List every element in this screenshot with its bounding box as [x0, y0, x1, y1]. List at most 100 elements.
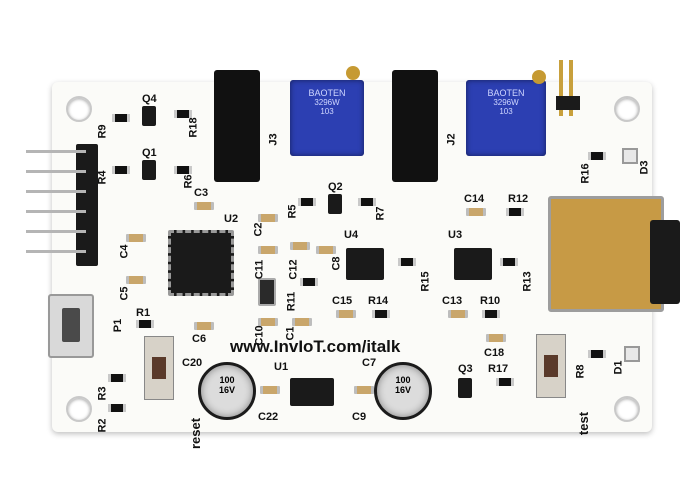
pot-model: 3296W [493, 98, 519, 107]
pot-value: 103 [499, 107, 513, 116]
resistor [112, 166, 130, 174]
label-r14: R14 [368, 295, 389, 307]
transistor-q1 [142, 160, 156, 180]
capacitor [486, 334, 506, 342]
led-d3 [622, 148, 638, 164]
ecap-voltage: 16V [218, 385, 235, 395]
reset-button[interactable] [144, 336, 174, 400]
label-j3: J3 [267, 133, 280, 146]
label-c7: C7 [362, 357, 377, 369]
trimmer-pot-left: BAOTEN 3296W 103 [290, 80, 364, 156]
label-u2: U2 [224, 213, 239, 225]
trimmer-pot-right: BAOTEN 3296W 103 [466, 80, 546, 156]
label-url: www.InvIoT.com/italk [230, 337, 401, 356]
label-c4: C4 [118, 244, 131, 259]
label-c11: C11 [253, 259, 266, 280]
pot-model: 3296W [314, 98, 340, 107]
header-pins [26, 150, 86, 260]
label-c14: C14 [464, 193, 485, 205]
microcontroller-u2 [168, 230, 234, 296]
resistor [588, 350, 606, 358]
label-j2: J2 [445, 133, 458, 146]
micro-usb-port [48, 294, 94, 358]
label-r7: R7 [374, 206, 387, 221]
capacitor [336, 310, 356, 318]
capacitor [194, 202, 214, 210]
label-r18: R18 [187, 117, 200, 138]
ecap-value: 100 [395, 375, 411, 385]
capacitor [258, 318, 278, 326]
capacitor [258, 246, 278, 254]
capacitor [466, 208, 486, 216]
audio-jack-j2 [392, 70, 438, 182]
resistor [496, 378, 514, 386]
label-p1: P1 [112, 318, 125, 333]
crystal [258, 278, 276, 306]
capacitor [448, 310, 468, 318]
right-angle-header [556, 60, 580, 126]
capacitor [354, 386, 374, 394]
pot-brand: BAOTEN [487, 88, 525, 98]
resistor [174, 166, 192, 174]
label-test: test [576, 411, 592, 436]
label-c15: C15 [332, 295, 353, 307]
capacitor [316, 246, 336, 254]
resistor [136, 320, 154, 328]
label-reset: reset [188, 417, 204, 450]
audio-jack-j3 [214, 70, 260, 182]
label-c13: C13 [442, 295, 463, 307]
resistor [372, 310, 390, 318]
pcb-board: BAOTEN 3296W 103 BAOTEN 3296W 103 100 16… [26, 60, 680, 449]
sd-card-slot [548, 196, 664, 312]
label-r16: R16 [579, 163, 592, 184]
label-r17: R17 [488, 363, 509, 375]
electrolytic-capacitor-c7: 100 16V [374, 362, 432, 420]
capacitor [260, 386, 280, 394]
label-r8: R8 [574, 364, 587, 379]
label-r5: R5 [286, 204, 299, 219]
capacitor [290, 242, 310, 250]
label-c5: C5 [118, 286, 131, 301]
label-q3: Q3 [458, 363, 473, 375]
label-c20: C20 [182, 357, 203, 369]
resistor [500, 258, 518, 266]
label-r4: R4 [96, 170, 109, 185]
label-c9: C9 [352, 411, 367, 423]
capacitor [194, 322, 214, 330]
test-button[interactable] [536, 334, 566, 398]
voltage-regulator-u1 [290, 378, 334, 406]
resistor [588, 152, 606, 160]
ic-u4 [346, 248, 384, 280]
mounting-hole [614, 396, 640, 422]
electrolytic-capacitor-c20: 100 16V [198, 362, 256, 420]
label-r9: R9 [96, 124, 109, 139]
ecap-voltage: 16V [394, 385, 411, 395]
ic-u3 [454, 248, 492, 280]
label-u1: U1 [274, 361, 289, 373]
label-d3: D3 [638, 160, 651, 175]
sd-card [650, 220, 680, 304]
label-r15: R15 [419, 271, 432, 292]
label-u3: U3 [448, 229, 463, 241]
capacitor [258, 214, 278, 222]
capacitor [292, 318, 312, 326]
resistor [300, 278, 318, 286]
resistor [482, 310, 500, 318]
label-r13: R13 [521, 271, 534, 292]
label-r11: R11 [285, 291, 298, 312]
resistor [398, 258, 416, 266]
label-c2: C2 [252, 222, 265, 237]
label-r2: R2 [96, 418, 109, 433]
label-r1: R1 [136, 307, 151, 319]
pot-adjust-screw [346, 66, 360, 80]
label-r12: R12 [508, 193, 529, 205]
mounting-hole [66, 96, 92, 122]
label-d1: D1 [612, 360, 625, 375]
capacitor [126, 276, 146, 284]
pot-brand: BAOTEN [308, 88, 346, 98]
transistor-q4 [142, 106, 156, 126]
resistor [506, 208, 524, 216]
transistor-q3 [458, 378, 472, 398]
ecap-value: 100 [219, 375, 235, 385]
label-q1: Q1 [142, 147, 157, 159]
